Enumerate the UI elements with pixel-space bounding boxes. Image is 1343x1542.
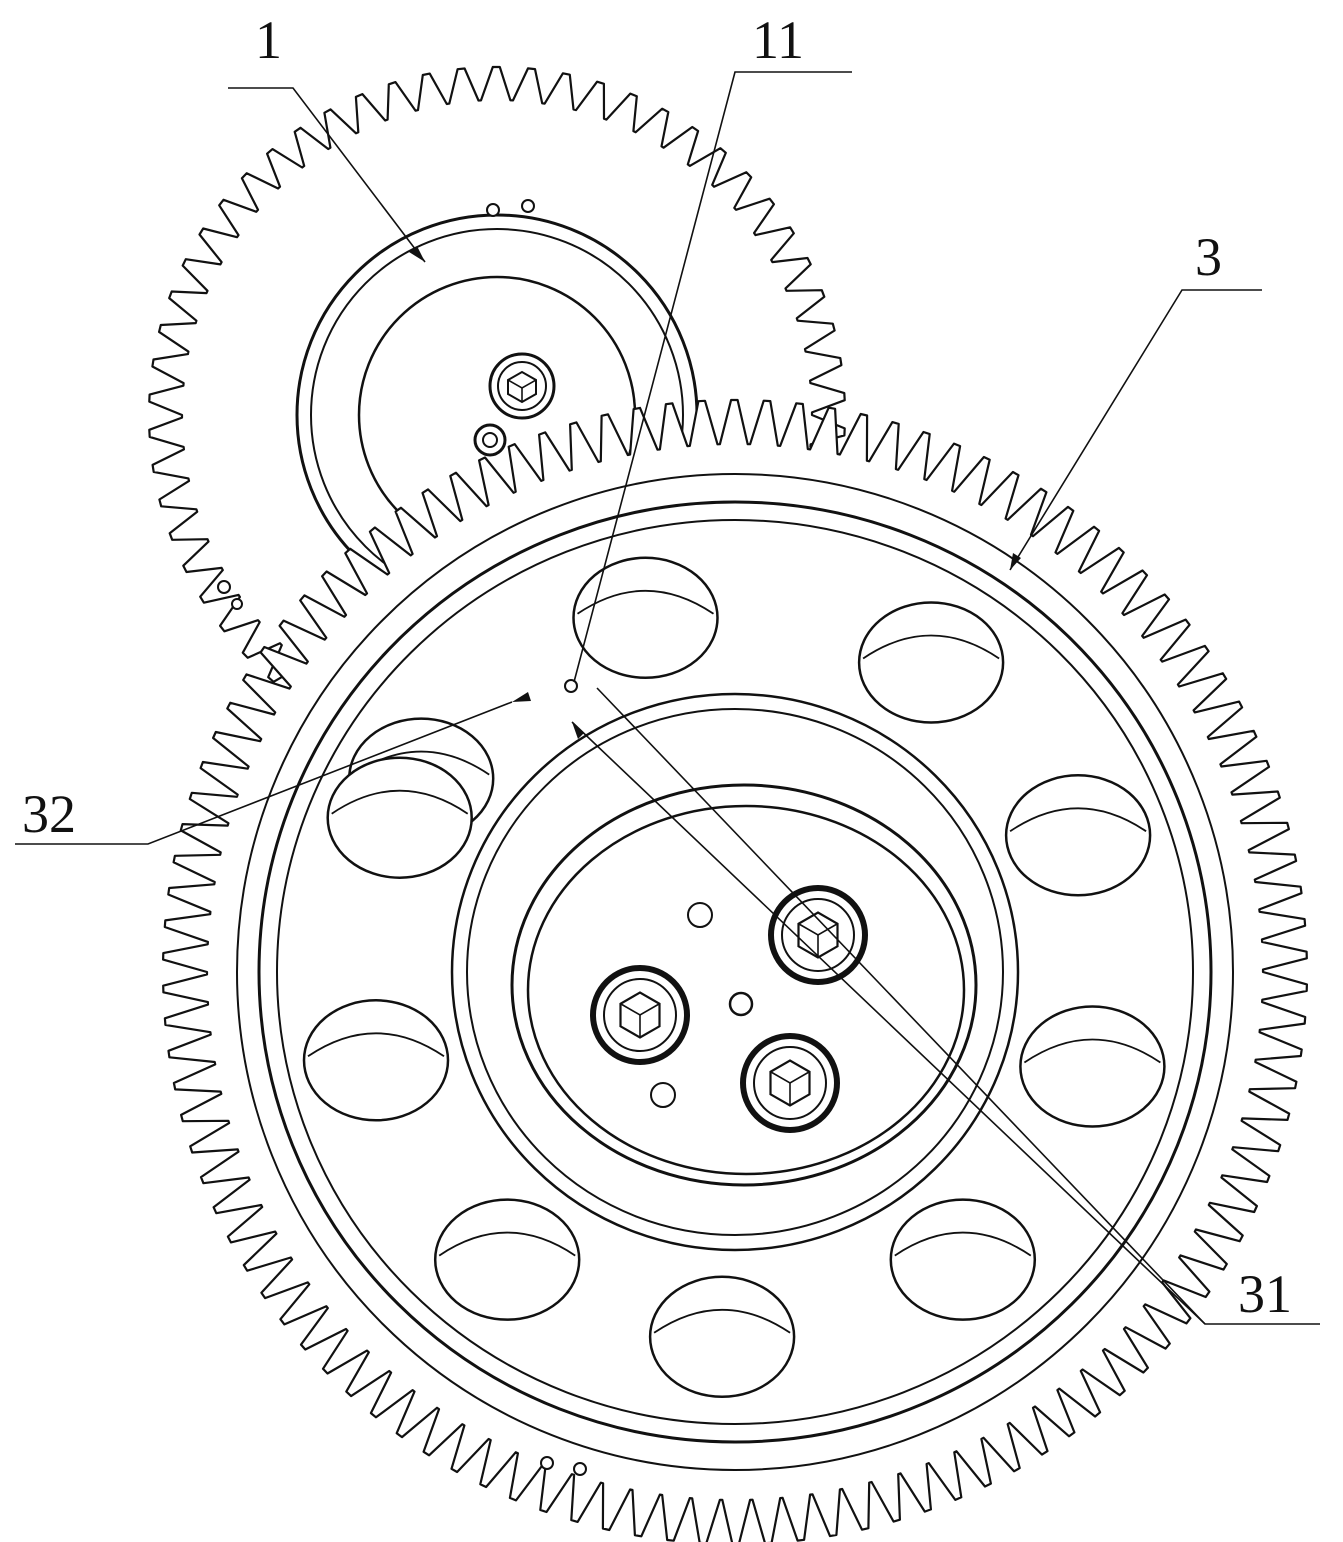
- rim-small-hole: [540, 1456, 554, 1470]
- center-bolts: [590, 885, 868, 1133]
- leader-arrowheads: [409, 246, 1021, 739]
- pocket-hole: [433, 1198, 581, 1321]
- pocket-hole-edge: [438, 1231, 576, 1257]
- pocket-hole-edge: [862, 634, 1000, 660]
- large-gear-hub-inner-ring: [466, 708, 1004, 1236]
- pocket-hole: [648, 1275, 796, 1399]
- hex-bolt-icon: [740, 1033, 840, 1133]
- leader-lines: [15, 71, 1320, 1325]
- center-hole: [687, 902, 713, 928]
- arrowhead-31: [572, 722, 584, 739]
- leader-line-32: [15, 701, 513, 845]
- small-gear-screw-icon: [473, 423, 507, 457]
- large-gear-center-plate: [526, 804, 966, 1176]
- pocket-hole: [572, 556, 719, 680]
- small-gear-pin-hole: [521, 199, 535, 213]
- arrowhead-3: [1010, 553, 1021, 570]
- small-gear-side-hole: [231, 598, 243, 610]
- leader-line-11: [573, 71, 852, 683]
- pocket-hole-edge: [653, 1309, 791, 1334]
- pocket-hole-edge: [1023, 1038, 1161, 1064]
- pocket-hole: [889, 1198, 1037, 1321]
- label-3: 3: [1195, 227, 1222, 287]
- label-1: 1: [255, 10, 282, 70]
- large-gear-face-inner: [276, 519, 1194, 1425]
- small-gear-pin-hole: [486, 203, 500, 217]
- arrowhead-32: [512, 692, 531, 702]
- center-hole: [728, 991, 754, 1017]
- leader-line-3: [1009, 289, 1262, 571]
- arrowhead-1: [409, 246, 425, 262]
- pocket-hole-edge: [894, 1231, 1032, 1257]
- hex-bolt-icon: [768, 885, 868, 985]
- small-gear-side-hole: [217, 580, 231, 594]
- large-gear-pockets: [302, 556, 1166, 1399]
- pocket-hole-edge: [331, 789, 469, 815]
- leader-line-31-secondary: [596, 687, 1206, 1325]
- leader-line-1: [228, 87, 426, 263]
- small-gear-top-bolt-icon: [488, 352, 556, 420]
- rim-small-hole: [573, 1462, 587, 1476]
- pocket-hole-edge: [307, 1032, 445, 1058]
- oil-hole-11: [564, 679, 578, 693]
- center-hole: [650, 1082, 676, 1108]
- label-11: 11: [752, 10, 804, 70]
- pocket-hole: [326, 756, 473, 879]
- label-31: 31: [1238, 1264, 1292, 1324]
- pocket-hole: [302, 999, 450, 1122]
- large-gear-rim-ring: [236, 473, 1234, 1471]
- pocket-hole: [857, 601, 1005, 724]
- large-gear: [162, 398, 1308, 1542]
- hex-bolt-icon: [590, 965, 690, 1065]
- label-32: 32: [22, 784, 76, 844]
- pocket-hole-edge: [1009, 807, 1147, 833]
- pocket-hole-edge: [576, 590, 715, 615]
- pocket-hole: [1004, 774, 1152, 897]
- pocket-hole: [1019, 1005, 1166, 1128]
